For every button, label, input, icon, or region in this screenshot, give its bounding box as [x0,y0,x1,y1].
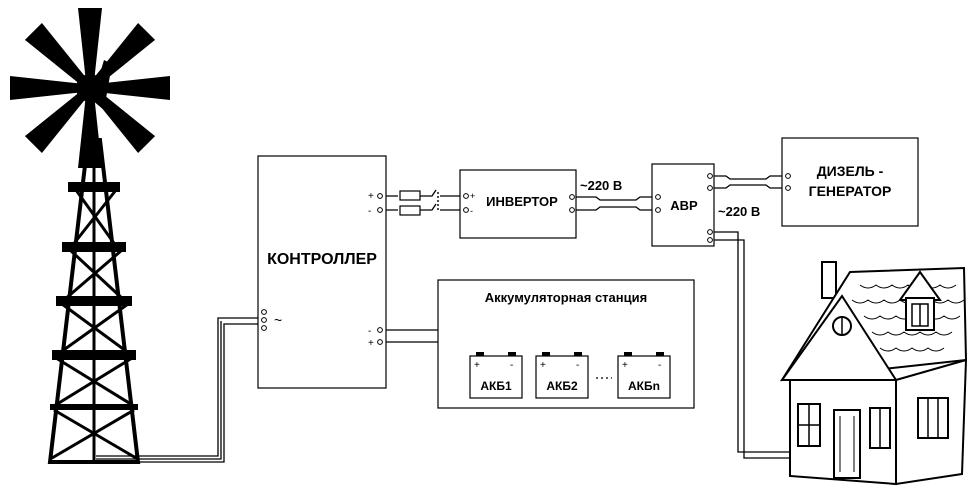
battery-n: + - АКБn [617,352,671,399]
avr-box [651,163,715,247]
battery-n-minus: - [658,360,661,371]
wind-turbine-icon [10,8,170,464]
battery-1-minus: - [510,360,513,371]
controller-out-minus: - [368,206,371,217]
battery-1-label: АКБ1 [480,379,512,393]
controller-label: КОНТРОЛЛЕР [267,251,377,268]
battery-2-plus: + [540,360,546,371]
controller-bat-minus: - [368,326,371,337]
controller-out-plus: + [368,191,374,202]
controller-ac-symbol: ~ [274,312,282,328]
diesel-generator-box [781,137,919,227]
battery-station-label: Аккумуляторная станция [485,290,647,305]
controller-bat-plus: + [368,338,374,349]
battery-1: + - АКБ1 [469,352,523,399]
battery-1-plus: + [474,360,480,371]
house-icon [780,261,968,486]
battery-n-label: АКБn [628,379,660,393]
avr-voltage-label: ~220 В [718,204,760,219]
inverter-in-minus: - [470,206,473,216]
battery-2-minus: - [576,360,579,371]
inverter-label: ИНВЕРТОР [486,194,558,209]
diesel-label-line2: ГЕНЕРАТОР [809,183,892,199]
avr-label: АВР [670,198,698,213]
inverter-box [459,169,577,239]
controller-box [257,155,387,389]
diesel-label-line1: ДИЗЕЛЬ - [817,163,884,179]
battery-2: + - АКБ2 [535,352,589,399]
inverter-voltage-label: ~220 В [580,178,622,193]
battery-2-label: АКБ2 [546,379,578,393]
inverter-in-plus: + [470,191,475,201]
battery-n-plus: + [622,360,628,371]
